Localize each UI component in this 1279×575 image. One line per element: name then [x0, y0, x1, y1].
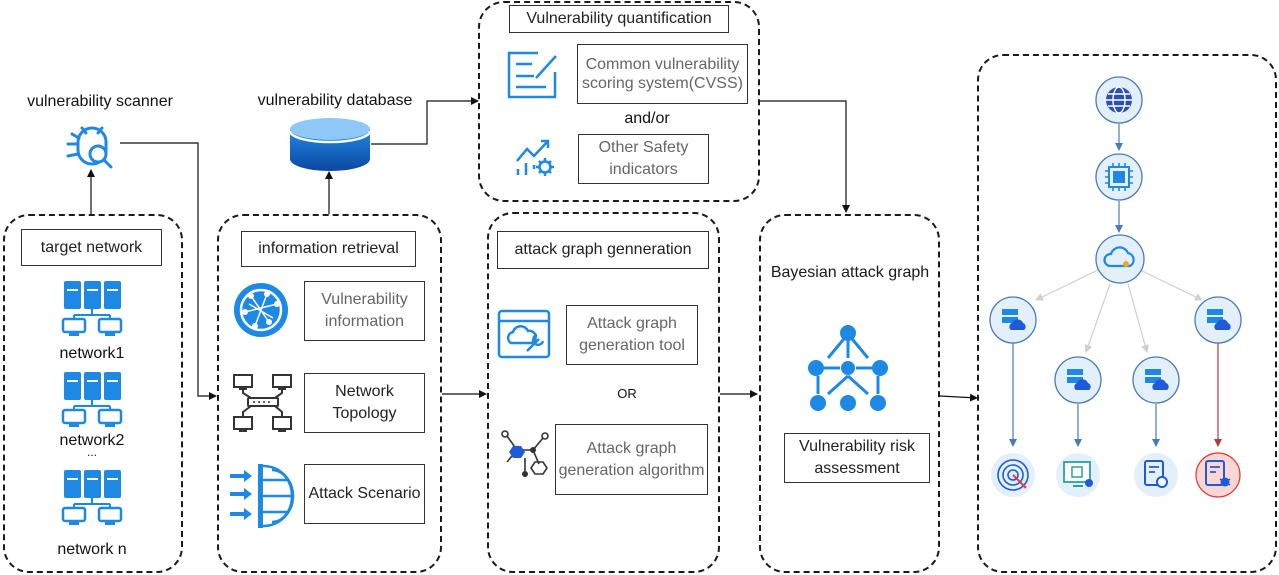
document-edit-icon [507, 51, 557, 99]
network-label: network n [57, 541, 127, 558]
server-node-icon [1132, 356, 1180, 404]
network-icon [61, 372, 123, 427]
cloud-node-icon [1095, 234, 1145, 284]
other-safety-indicators-box: Other Safety indicators [578, 134, 709, 184]
arrow-quantification-to-bayesian [760, 100, 850, 213]
ellipsis: ... [86, 445, 97, 459]
attack-graph-generation-title: attack graph genneration [497, 231, 709, 269]
bayesian-title: Bayesian attack graph [770, 264, 930, 281]
attack-scenario-icon [230, 464, 295, 528]
growth-settings-icon [516, 139, 554, 176]
information-retrieval-title: information retrieval [241, 231, 416, 267]
vulnerability-quantification-group [478, 1, 760, 202]
risk-assessment-box: Vulnerability risk assessment [784, 433, 930, 483]
database-icon [288, 118, 372, 171]
or-label: OR [617, 386, 637, 401]
monitor-node-icon [1056, 453, 1100, 497]
server-node-icon [989, 296, 1037, 344]
network-label: network1 [59, 345, 125, 362]
globe-node-icon [1095, 76, 1143, 124]
target-network-group [3, 214, 183, 573]
chip-node-icon [1095, 153, 1143, 201]
scanner-label: vulnerability scanner [27, 93, 173, 110]
server-node-icon [1194, 296, 1242, 344]
arrow-bayesian-to-graph [939, 393, 978, 402]
cvss-box: Common vulnerability scoring system(CVSS… [577, 44, 748, 104]
vulnerability-quantification-title: Vulnerability quantification [509, 5, 729, 33]
bayesian-graph-icon [808, 325, 888, 411]
and-or-label: and/or [624, 110, 670, 127]
arrow-scanner-to-retrieval [120, 142, 217, 400]
target-radar-node-icon [991, 453, 1035, 497]
network-topology-box: Network Topology [304, 373, 425, 433]
bayesian-group [759, 214, 940, 573]
attack-scenario-box: Attack Scenario [304, 464, 425, 524]
network-icon [61, 281, 123, 336]
network-label: network2 [59, 432, 125, 449]
information-retrieval-group [217, 214, 442, 573]
target-network-title: target network [21, 229, 162, 266]
threat-document-node-icon [1195, 452, 1241, 498]
database-label: vulnerability database [257, 92, 413, 109]
molecule-algorithm-icon [501, 430, 549, 477]
settings-document-node-icon [1134, 453, 1178, 497]
attack-graph-algorithm-box: Attack graph generation algorithm [555, 424, 708, 495]
network-graph-group [977, 54, 1277, 573]
attack-graph-generation-group [487, 212, 720, 573]
server-node-icon [1054, 356, 1102, 404]
bug-scan-icon [66, 126, 113, 169]
network-icon [61, 470, 123, 525]
vulnerability-globe-icon [234, 283, 288, 337]
network-topology-icon [233, 374, 292, 432]
arrow-database-to-quantification [371, 97, 479, 145]
vulnerability-information-box: Vulnerability information [304, 281, 425, 341]
attack-graph-tool-box: Attack graph generation tool [566, 305, 698, 365]
cloud-tool-icon [497, 309, 551, 359]
